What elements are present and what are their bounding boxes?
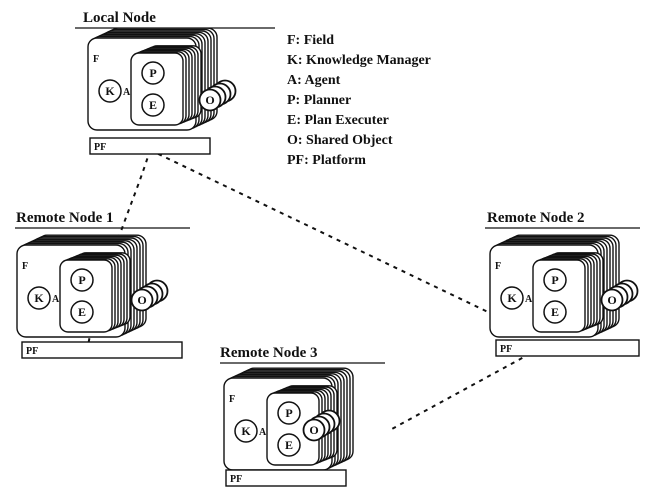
node-title: Remote Node 1 xyxy=(16,210,113,226)
legend-item: P: Planner xyxy=(287,93,351,108)
planner-label: P xyxy=(285,406,292,420)
platform-bar xyxy=(90,138,210,154)
platform-label: PF xyxy=(230,474,242,485)
agent-label: A xyxy=(123,87,131,98)
legend-item: K: Knowledge Manager xyxy=(287,53,431,68)
knowledge-manager-label: K xyxy=(105,84,115,98)
knowledge-manager-label: K xyxy=(507,291,517,305)
legend: F: Field K: Knowledge Manager A: Agent P… xyxy=(287,33,431,168)
connection-local-remote2 xyxy=(150,150,488,312)
agent-label: A xyxy=(259,427,267,438)
knowledge-manager-label: K xyxy=(241,424,251,438)
node-title: Local Node xyxy=(83,10,156,26)
planner-label: P xyxy=(149,66,156,80)
agent-label: A xyxy=(52,294,60,305)
node-title: Remote Node 3 xyxy=(220,345,317,361)
executer-label: E xyxy=(78,305,86,319)
legend-item: F: Field xyxy=(287,33,334,48)
planner-label: P xyxy=(78,273,85,287)
legend-item: O: Shared Object xyxy=(287,133,393,148)
shared-object-label: O xyxy=(309,423,318,437)
shared-object-label: O xyxy=(205,93,214,107)
shared-object-label: O xyxy=(137,293,146,307)
field-label: F xyxy=(229,394,235,405)
planner-label: P xyxy=(551,273,558,287)
field-label: F xyxy=(93,54,99,65)
node-title: Remote Node 2 xyxy=(487,210,584,226)
executer-label: E xyxy=(285,438,293,452)
field-label: F xyxy=(495,261,501,272)
platform-label: PF xyxy=(26,346,38,357)
knowledge-manager-label: K xyxy=(34,291,44,305)
field-label: F xyxy=(22,261,28,272)
platform-bar xyxy=(226,470,346,486)
legend-item: E: Plan Executer xyxy=(287,113,389,128)
shared-object-label: O xyxy=(607,293,616,307)
legend-item: A: Agent xyxy=(287,73,341,88)
platform-label: PF xyxy=(500,344,512,355)
legend-item: PF: Platform xyxy=(287,153,366,168)
agent-label: A xyxy=(525,294,533,305)
connection-remote2-remote3 xyxy=(390,345,546,430)
platform-bar xyxy=(22,342,182,358)
platform-bar xyxy=(496,340,639,356)
executer-label: E xyxy=(149,98,157,112)
executer-label: E xyxy=(551,305,559,319)
platform-label: PF xyxy=(94,142,106,153)
